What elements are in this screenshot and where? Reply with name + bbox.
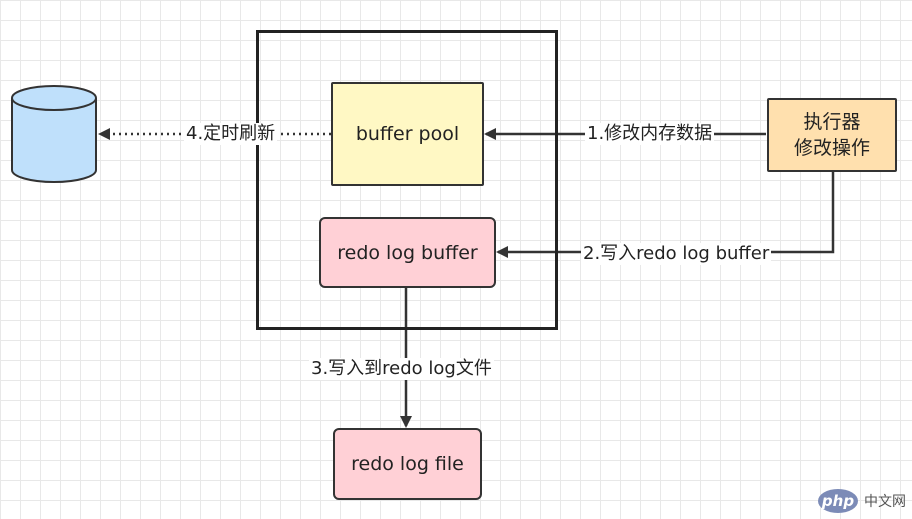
- redo-log-file-node: redo log file: [333, 428, 482, 500]
- redo-log-buffer-node: redo log buffer: [319, 217, 496, 288]
- buffer-pool-node: buffer pool: [331, 82, 484, 186]
- buffer-pool-label: buffer pool: [355, 123, 460, 145]
- edge-label-step3: 3.写入到redo log文件: [309, 358, 494, 380]
- redo-log-buffer-label: redo log buffer: [337, 241, 478, 264]
- database-icon: [11, 85, 97, 183]
- php-logo-icon: php: [818, 489, 858, 513]
- redo-log-file-label: redo log file: [351, 453, 464, 475]
- edge-label-step1: 1.修改内存数据: [585, 123, 715, 145]
- executor-label-line2: 修改操作: [793, 137, 870, 159]
- edge-label-step4: 4.定时刷新: [184, 123, 278, 145]
- edge-label-step2: 2.写入redo log buffer: [581, 243, 772, 265]
- memory-container: [256, 30, 558, 330]
- watermark: php 中文网: [818, 489, 906, 513]
- executor-node: 执行器 修改操作: [767, 98, 897, 172]
- watermark-text: 中文网: [864, 494, 906, 510]
- executor-label-line1: 执行器: [803, 111, 861, 133]
